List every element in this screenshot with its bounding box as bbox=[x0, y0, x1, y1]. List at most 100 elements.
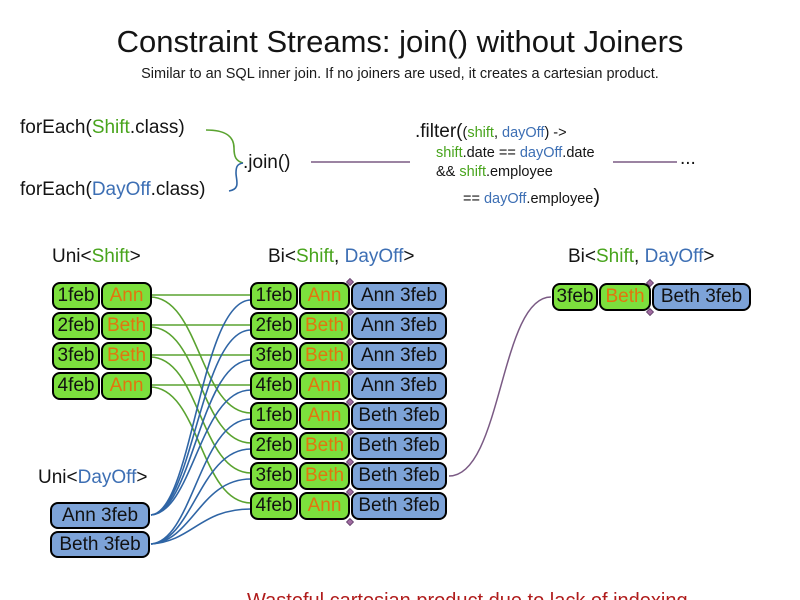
label-text: Uni< bbox=[38, 467, 78, 488]
warning-note-line1: Wasteful cartesian product due to lack o… bbox=[247, 587, 693, 600]
code-text: forEach( bbox=[20, 179, 92, 200]
table-row: Beth 3feb bbox=[50, 531, 150, 558]
code-text: (shift, dayOff) -> bbox=[463, 125, 567, 141]
shift-employee-cell: Ann bbox=[101, 372, 152, 400]
code-foreach-shift: forEach(Shift.class) bbox=[20, 117, 185, 139]
code-text: .employee bbox=[526, 191, 594, 207]
code-foreach-dayoff: forEach(DayOff.class) bbox=[20, 179, 206, 201]
code-filter-line3: && shift.employee bbox=[436, 164, 553, 180]
table-row: 1feb Ann bbox=[52, 282, 152, 310]
label-text: > bbox=[129, 246, 141, 267]
table-row: 3feb Beth bbox=[52, 342, 152, 370]
table-row: 4feb Ann Beth 3feb bbox=[250, 492, 447, 520]
label-text: Bi< bbox=[268, 246, 296, 267]
shift-type-token: Shift bbox=[91, 246, 130, 267]
shift-employee-cell: Ann bbox=[101, 282, 152, 310]
dayoff-type-token: DayOff bbox=[77, 467, 137, 488]
table-row: 2feb Beth bbox=[52, 312, 152, 340]
label-text: > bbox=[703, 246, 715, 267]
shift-arg-token: shift bbox=[467, 125, 494, 141]
shift-employee-cell: Beth bbox=[299, 312, 350, 340]
dayoff-arg-token: dayOff bbox=[519, 145, 563, 161]
label-text: Bi< bbox=[568, 246, 596, 267]
shift-brace-line bbox=[205, 129, 244, 164]
dayoff-join-lines bbox=[150, 299, 252, 545]
table-row: 4feb Ann Ann 3feb bbox=[250, 372, 447, 400]
shift-employee-cell: Ann bbox=[299, 402, 350, 430]
shift-date-cell: 1feb bbox=[250, 402, 298, 430]
code-text: , bbox=[493, 125, 502, 141]
dayoff-cell: Beth 3feb bbox=[351, 432, 447, 460]
dayoff-cell: Ann 3feb bbox=[50, 502, 150, 529]
code-filter-line1: .filter((shift, dayOff) -> bbox=[415, 121, 567, 143]
table-row: 1feb Ann Ann 3feb bbox=[250, 282, 447, 310]
code-text: forEach( bbox=[20, 117, 92, 138]
label-uni-shift: Uni<Shift> bbox=[52, 246, 141, 268]
dayoff-cell: Ann 3feb bbox=[351, 282, 447, 310]
dayoff-cell: Ann 3feb bbox=[351, 372, 447, 400]
code-ellipsis: ... bbox=[680, 148, 696, 169]
shift-type-token: Shift bbox=[296, 246, 335, 267]
dayoff-brace-line bbox=[228, 162, 244, 192]
code-filter-line2: shift.date == dayOff.date bbox=[436, 145, 595, 161]
code-text: .class) bbox=[129, 117, 185, 138]
shift-arg-token: shift bbox=[459, 164, 486, 180]
dayoff-cell: Ann 3feb bbox=[351, 342, 447, 370]
dayoff-cell: Beth 3feb bbox=[351, 462, 447, 490]
warning-note: Wasteful cartesian product due to lack o… bbox=[247, 531, 693, 600]
shift-employee-cell: Ann bbox=[299, 372, 350, 400]
dayoff-cell: Beth 3feb bbox=[652, 283, 751, 311]
code-text: .date bbox=[562, 145, 595, 161]
code-join-call: .join() bbox=[243, 152, 291, 173]
table-row: 2feb Beth Ann 3feb bbox=[250, 312, 447, 340]
label-text: > bbox=[403, 246, 415, 267]
shift-date-cell: 3feb bbox=[250, 462, 298, 490]
label-text: Uni< bbox=[52, 246, 92, 267]
table-row: 4feb Ann bbox=[52, 372, 152, 400]
shift-date-cell: 1feb bbox=[52, 282, 100, 310]
code-text: ) -> bbox=[544, 125, 567, 141]
shift-employee-cell: Ann bbox=[299, 282, 350, 310]
dayoff-arg-token: dayOff bbox=[483, 191, 527, 207]
code-text: .filter( bbox=[415, 121, 463, 142]
table-row: 3feb Beth Beth 3feb bbox=[552, 283, 751, 311]
dayoff-cell: Beth 3feb bbox=[351, 492, 447, 520]
label-uni-dayoff: Uni<DayOff> bbox=[38, 467, 148, 489]
table-row: 3feb Beth Beth 3feb bbox=[250, 462, 447, 490]
code-text: && bbox=[436, 164, 460, 180]
dayoff-type-token: DayOff bbox=[344, 246, 404, 267]
dayoff-class-token: DayOff bbox=[91, 179, 151, 200]
shift-date-cell: 3feb bbox=[52, 342, 100, 370]
shift-date-cell: 2feb bbox=[250, 312, 298, 340]
shift-date-cell: 4feb bbox=[52, 372, 100, 400]
label-text: > bbox=[136, 467, 148, 488]
code-text: ( bbox=[462, 125, 468, 141]
shift-date-cell: 2feb bbox=[250, 432, 298, 460]
label-text: , bbox=[634, 246, 645, 267]
label-bi-mid: Bi<Shift, DayOff> bbox=[268, 246, 414, 268]
shift-date-cell: 3feb bbox=[552, 283, 598, 311]
filter-result-line bbox=[448, 296, 552, 477]
code-filter-line4: == dayOff.employee) bbox=[463, 186, 600, 209]
code-text: ) bbox=[593, 186, 600, 208]
shift-employee-cell: Beth bbox=[299, 462, 350, 490]
shift-type-token: Shift bbox=[596, 246, 635, 267]
code-text: .date == bbox=[462, 145, 520, 161]
dayoff-cell: Beth 3feb bbox=[351, 402, 447, 430]
code-text: .employee bbox=[485, 164, 553, 180]
shift-employee-cell: Beth bbox=[299, 342, 350, 370]
shift-join-lines bbox=[149, 294, 252, 504]
shift-date-cell: 3feb bbox=[250, 342, 298, 370]
shift-date-cell: 4feb bbox=[250, 372, 298, 400]
code-text: .class) bbox=[150, 179, 206, 200]
table-row: 2feb Beth Beth 3feb bbox=[250, 432, 447, 460]
label-bi-right: Bi<Shift, DayOff> bbox=[568, 246, 714, 268]
shift-date-cell: 1feb bbox=[250, 282, 298, 310]
shift-date-cell: 2feb bbox=[52, 312, 100, 340]
dayoff-cell: Ann 3feb bbox=[351, 312, 447, 340]
label-text: , bbox=[334, 246, 345, 267]
shift-employee-cell: Beth bbox=[101, 312, 152, 340]
dayoff-cell: Beth 3feb bbox=[50, 531, 150, 558]
slide-subtitle: Similar to an SQL inner join. If no join… bbox=[141, 66, 659, 82]
shift-employee-cell: Ann bbox=[299, 492, 350, 520]
